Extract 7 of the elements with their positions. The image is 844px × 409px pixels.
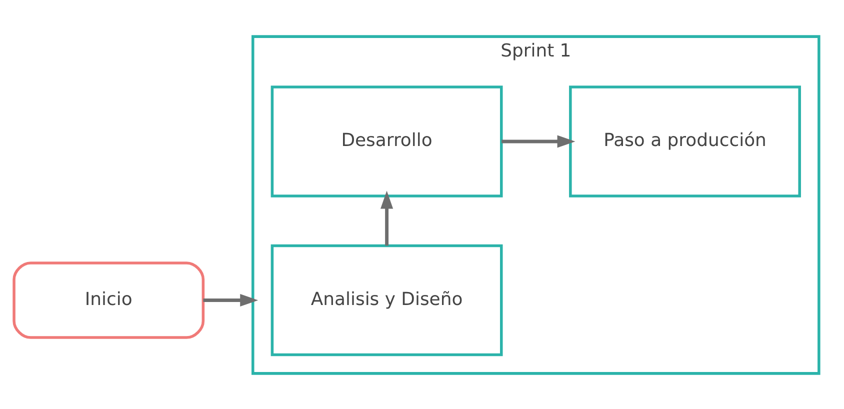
- arrow: [203, 293, 258, 306]
- arrow: [380, 190, 394, 246]
- node-box: Desarrollo: [270, 85, 503, 197]
- arrow: [502, 134, 576, 148]
- node-box: Inicio: [12, 261, 205, 338]
- node-box: Analisis y Diseño: [270, 244, 503, 356]
- node-box: Paso a producción: [569, 85, 801, 197]
